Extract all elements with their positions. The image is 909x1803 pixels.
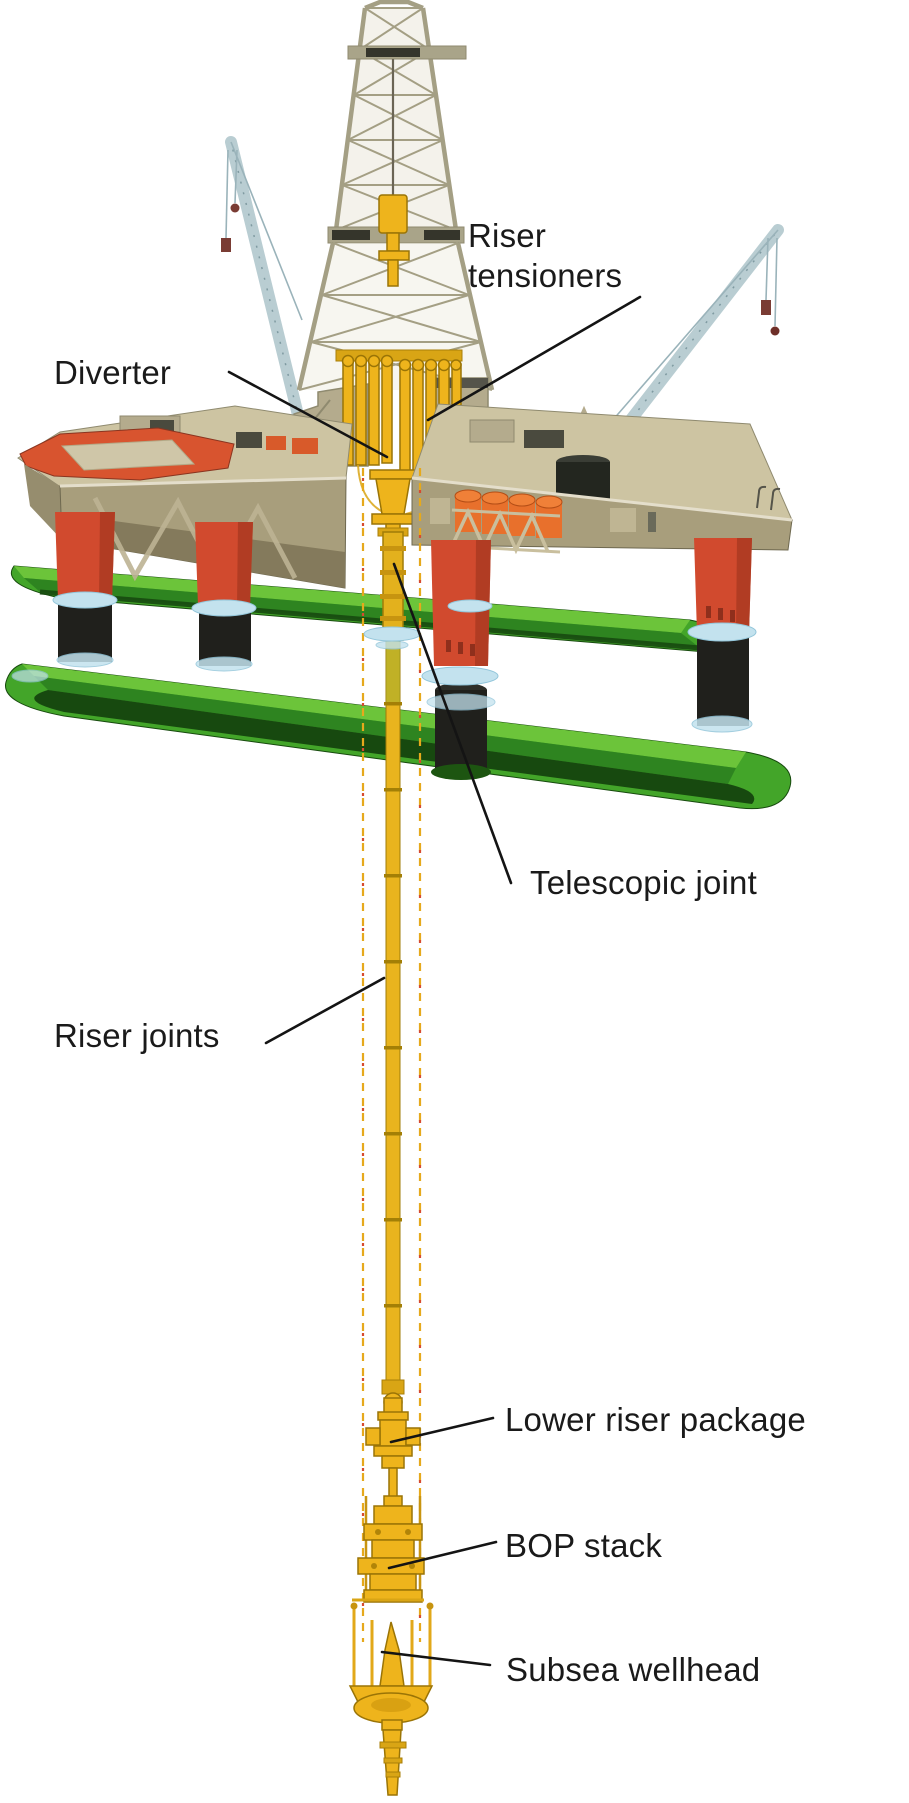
derrick [296,0,495,391]
label-bop-stack: BOP stack [505,1527,663,1564]
helideck [19,427,235,481]
traveling-block [378,194,408,234]
leader-subsea-wellhead [380,1650,492,1667]
waterline-splashes [11,591,757,733]
rear-pontoon [10,565,721,653]
leader-lines [227,295,642,1667]
label-riser-joints: Riser joints [54,1017,220,1054]
label-riser-tensioners: Riser tensioners [468,217,623,294]
diverter-equipment [369,469,417,537]
leader-riser-joints [264,976,386,1045]
subsea-wellhead-equipment [348,1598,434,1796]
bop-stack-equipment [357,1495,425,1603]
label-lower-riser-package: Lower riser package [505,1401,806,1438]
leader-riser-tensioners [426,295,642,422]
leader-telescopic-joint [392,562,513,885]
leader-lower-riser-package [389,1416,495,1444]
leader-bop-stack [387,1540,498,1570]
front-columns [55,512,752,726]
leader-diverter [227,370,389,459]
right-hull [411,403,793,555]
marine-riser [361,468,422,1642]
telescopic-joint-equipment [377,527,409,641]
label-diverter: Diverter [54,354,172,391]
label-subsea-wellhead: Subsea wellhead [506,1651,761,1688]
deck-tanks [454,489,563,538]
lower-riser-package-equipment [365,1392,421,1499]
label-telescopic-joint: Telescopic joint [530,864,757,901]
